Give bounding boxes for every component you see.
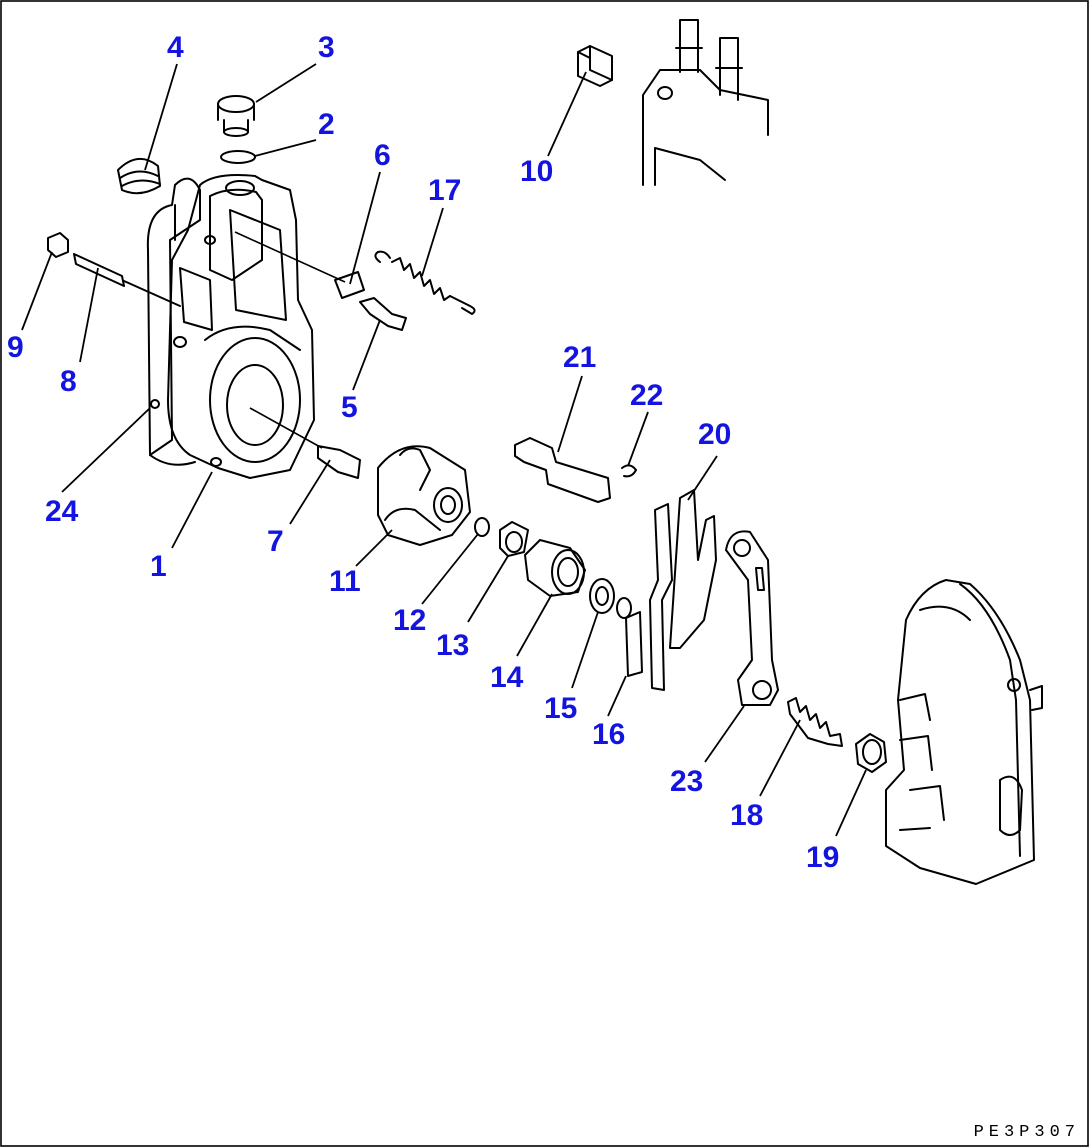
part-5-pin — [359, 297, 407, 331]
governor-cover — [885, 579, 1043, 885]
callout-3: 3 — [318, 31, 335, 64]
callout-2: 2 — [318, 108, 335, 141]
part-19-nut — [855, 733, 887, 773]
leader-lines — [21, 63, 867, 837]
part-23-lever — [725, 530, 779, 706]
part-4-boot — [117, 158, 161, 195]
part-17-spring — [374, 250, 476, 315]
callout-12: 12 — [393, 604, 427, 637]
callout-9: 9 — [7, 331, 24, 364]
part-3-plug — [217, 95, 255, 137]
part-18-spring — [787, 697, 843, 747]
part-2-o-ring — [220, 150, 256, 164]
part-21-plate — [514, 437, 611, 503]
callout-7: 7 — [267, 525, 284, 558]
callout-22: 22 — [630, 379, 664, 412]
callout-11: 11 — [329, 565, 361, 598]
callout-19: 19 — [806, 841, 840, 874]
part-9-nut — [47, 232, 69, 258]
callout-14: 14 — [490, 661, 524, 694]
callout-18: 18 — [730, 799, 764, 832]
part-10-nut — [577, 45, 613, 87]
part-16-ring — [616, 597, 643, 677]
drawing-code: PE3P307 — [973, 1123, 1080, 1142]
part-15-bearing — [589, 578, 615, 614]
part-11-flyweight — [377, 445, 471, 546]
part-12-ring — [474, 517, 490, 537]
callout-8: 8 — [60, 365, 77, 398]
part-6-lever — [234, 231, 365, 299]
part-14-collar — [524, 539, 586, 597]
callout-17: 17 — [428, 174, 462, 207]
callout-20: 20 — [698, 418, 732, 451]
injection-pump-body — [642, 19, 769, 186]
callout-16: 16 — [592, 718, 626, 751]
callout-24: 24 — [45, 495, 79, 528]
callout-5: 5 — [341, 391, 358, 424]
part-7-shaft — [249, 407, 361, 479]
callout-10: 10 — [520, 155, 554, 188]
callout-15: 15 — [544, 692, 578, 725]
part-8-stud — [73, 253, 181, 307]
part-20-lever — [649, 489, 717, 691]
part-13-sleeve — [499, 521, 529, 557]
part-22-clip — [621, 464, 637, 478]
callout-21: 21 — [563, 341, 597, 374]
callout-23: 23 — [670, 765, 704, 798]
callout-4: 4 — [167, 31, 184, 64]
callout-13: 13 — [436, 629, 470, 662]
part-1-governor-housing — [146, 174, 315, 479]
callout-6: 6 — [374, 139, 391, 172]
callout-1: 1 — [150, 550, 167, 583]
